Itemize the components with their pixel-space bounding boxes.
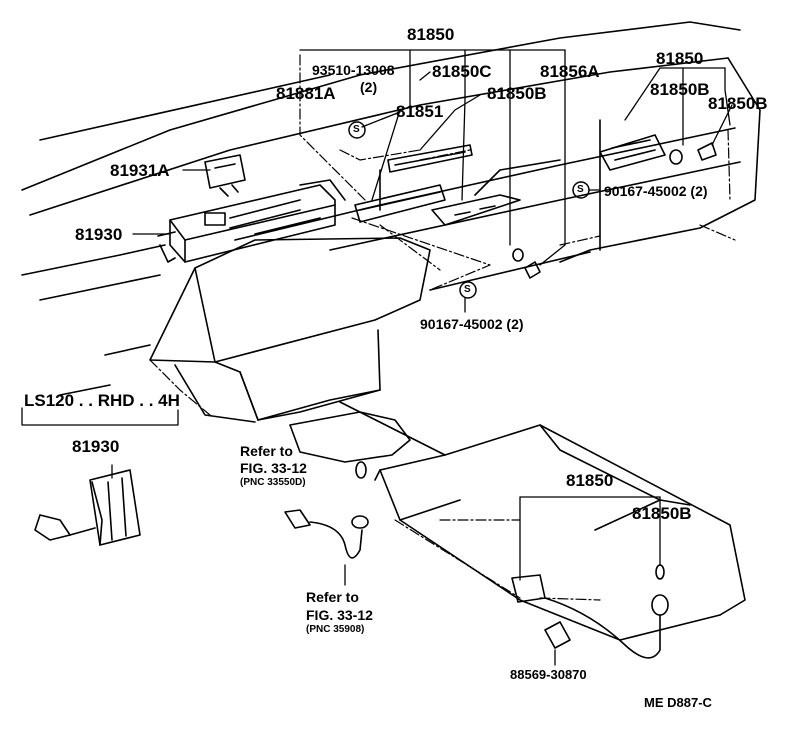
part-88569-label: 88569-30870 xyxy=(510,667,587,682)
part-81850B-r1-label: 81850B xyxy=(650,80,710,99)
leader-lines-top xyxy=(132,49,733,313)
refer2-line2: FIG. 33-12 xyxy=(306,607,373,623)
part-81850-right-label: 81850 xyxy=(656,49,704,68)
screw-symbol-2: S xyxy=(577,184,584,195)
figure-code: ME D887-C xyxy=(644,695,712,710)
part-81931A-label: 81931A xyxy=(110,161,170,180)
part-81850C-label: 81850C xyxy=(432,62,492,81)
variant-label: LS120 . . RHD . . 4H xyxy=(24,391,180,410)
dashboard-panel xyxy=(21,21,761,396)
clip-81931A xyxy=(204,154,246,197)
leader-lines-lower xyxy=(21,407,661,666)
part-81930-variant-label: 81930 xyxy=(72,437,120,456)
center-console xyxy=(149,237,746,641)
lamp-holder-right xyxy=(599,134,666,171)
wire-harness xyxy=(284,509,669,659)
part-90167-center-label: 90167-45002 (2) xyxy=(420,316,524,332)
part-90167-right-label: 90167-45002 (2) xyxy=(604,183,708,199)
refer2-line1: Refer to xyxy=(306,589,359,605)
part-81856A-label: 81856A xyxy=(540,62,600,81)
part-93510-label: 93510-13008 xyxy=(312,62,395,78)
part-81930-main-label: 81930 xyxy=(75,225,123,244)
lamp-holder-81851 xyxy=(354,144,521,226)
screw-symbol-3: S xyxy=(464,284,471,295)
switch-panel-81930 xyxy=(157,179,346,263)
variant-switch-81930 xyxy=(34,469,141,546)
part-81881A-label: 81881A xyxy=(276,84,336,103)
part-81850B-lower-label: 81850B xyxy=(632,504,692,523)
part-93510-qty-label: (2) xyxy=(360,79,378,95)
screw-icons xyxy=(348,121,590,299)
part-81850B-r2-label: 81850B xyxy=(708,94,768,113)
part-81850B-mid-label: 81850B xyxy=(487,84,547,103)
refer1-line2: FIG. 33-12 xyxy=(240,460,307,476)
part-81851-label: 81851 xyxy=(396,102,444,121)
screw-symbol-1: S xyxy=(353,124,360,135)
refer1-pnc: (PNC 33550D) xyxy=(240,477,306,488)
refer2-pnc: (PNC 35908) xyxy=(306,624,365,635)
part-81850-top-label: 81850 xyxy=(407,25,455,44)
part-81850-lower-label: 81850 xyxy=(566,471,614,490)
refer1-line1: Refer to xyxy=(240,443,293,459)
